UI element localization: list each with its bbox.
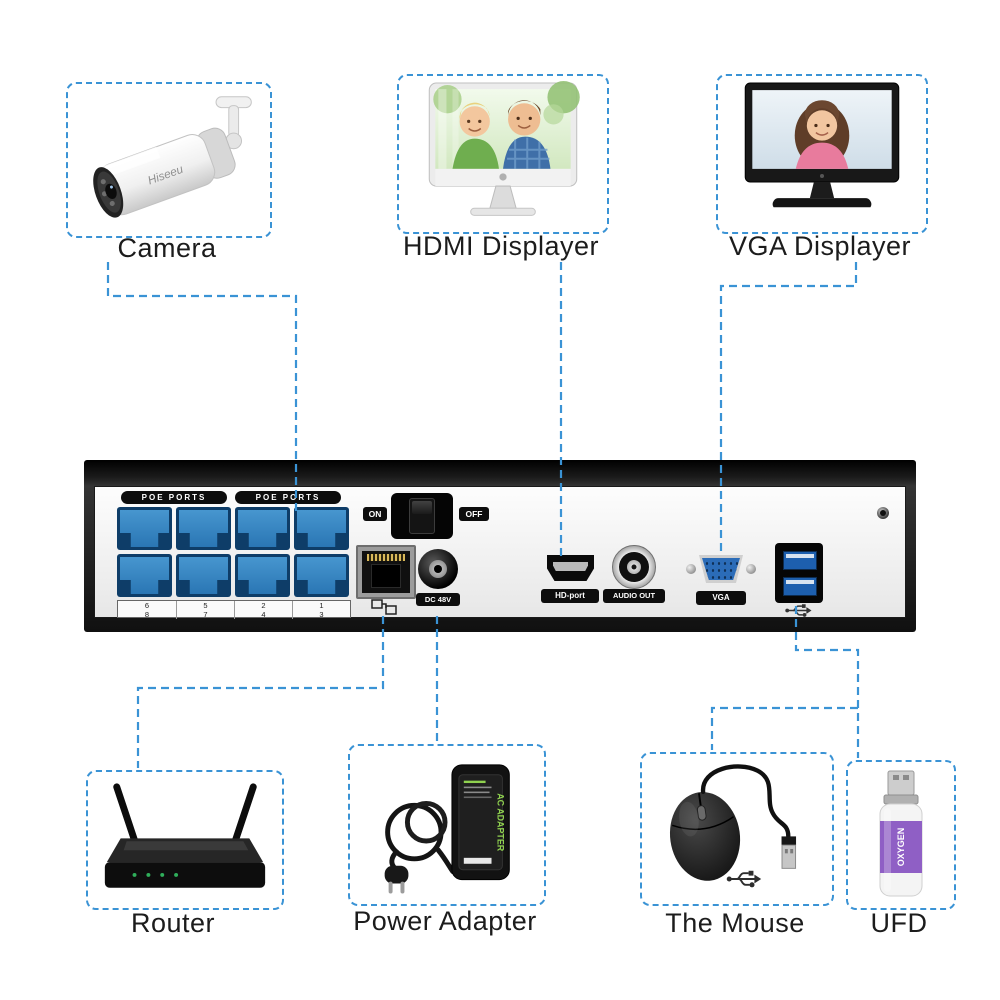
camera-illustration: Hiseeu (93, 96, 252, 218)
adapter-sticker-text: AC ADAPTER (495, 793, 505, 852)
power-switch-rocker-cap (412, 501, 432, 514)
router-antenna (231, 783, 257, 844)
poe-port (176, 507, 231, 550)
rj45-socket (297, 510, 346, 547)
mouse-label: The Mouse (665, 908, 805, 938)
poe-ports-label-right: POE PORTS (235, 491, 341, 504)
poe-port-block (117, 507, 349, 597)
hdmi-port-slot (553, 562, 588, 571)
scroll-wheel (696, 805, 707, 821)
usb-port (775, 543, 823, 603)
vga-screw-icon (746, 564, 756, 574)
hdmi-port (547, 555, 594, 581)
vga-connector-pins (702, 558, 740, 580)
port-number: 6 (144, 601, 150, 610)
poe-port-number-strip: 6 5 2 1 8 7 4 3 (117, 600, 351, 619)
power-off-label: OFF (459, 507, 489, 521)
power-adapter-label: Power Adapter (353, 906, 537, 936)
vga-displayer-label: VGA Displayer (728, 231, 912, 261)
poe-port (294, 507, 349, 550)
screw-hole (877, 507, 889, 519)
mouse-box (640, 752, 834, 906)
lan-to-router-connector (136, 616, 385, 768)
camera-label: Camera (117, 233, 217, 263)
hdmi-displayer-box (397, 74, 609, 234)
port-number: 4 (234, 610, 292, 619)
router-label: Router (130, 908, 216, 938)
audio-jack-hole (631, 564, 637, 570)
poe-port (235, 507, 290, 550)
hdmi-displayer-label: HDMI Displayer (402, 231, 600, 261)
rj45-socket (238, 510, 287, 547)
port-number: 7 (176, 610, 234, 619)
port-number: 2 (234, 601, 292, 610)
power-plug (384, 865, 409, 894)
port-number: 3 (292, 610, 350, 619)
vga-screw-icon (686, 564, 696, 574)
ufd-box: OXYGEN (846, 760, 956, 910)
usb-socket (783, 577, 817, 596)
lan-port-socket (362, 551, 410, 593)
usb-to-mouse-connector (710, 706, 858, 750)
rj45-socket (238, 557, 287, 594)
router-antenna (113, 783, 138, 844)
lan-port-pins (367, 554, 405, 561)
dc-48v-label: DC 48V (416, 593, 460, 606)
poe-port (235, 554, 290, 597)
power-switch-rocker (409, 498, 435, 534)
dc-jack-hole (434, 565, 442, 573)
hd-port-label: HD-port (541, 589, 599, 603)
port-number: 5 (176, 601, 234, 610)
port-number: 8 (144, 610, 150, 619)
hdmi-displayer-illustration (428, 81, 580, 216)
mouse-illustration (669, 764, 797, 888)
power-switch (391, 493, 453, 539)
camera-box: Hiseeu (66, 82, 272, 238)
usb-icon (785, 604, 812, 617)
poe-port (117, 507, 172, 550)
rj45-socket (179, 510, 228, 547)
vga-port (686, 551, 756, 587)
poe-port (176, 554, 231, 597)
vga-displayer-box (716, 74, 928, 234)
lan-port (356, 545, 416, 599)
lan-port-slot (371, 564, 401, 588)
router-box (86, 770, 284, 910)
usb-socket (783, 551, 817, 570)
power-on-label: ON (363, 507, 387, 521)
vga-label: VGA (696, 591, 746, 605)
usb-icon (726, 870, 762, 888)
poe-port (294, 554, 349, 597)
vga-displayer-illustration (744, 82, 900, 208)
nvr-rear-panel: POE PORTS POE PORTS 6 5 2 1 8 7 4 3 (84, 460, 916, 632)
rj45-socket (120, 510, 169, 547)
power-adapter-box: AC ADAPTER (348, 744, 546, 906)
port-number: 1 (292, 601, 350, 610)
ufd-illustration: OXYGEN (879, 770, 923, 897)
audio-out-jack (612, 545, 656, 589)
nvr-face: POE PORTS POE PORTS 6 5 2 1 8 7 4 3 (94, 486, 906, 619)
power-adapter-illustration: AC ADAPTER (384, 764, 510, 894)
network-icon (371, 599, 397, 615)
poe-port (117, 554, 172, 597)
poe-ports-label-left: POE PORTS (121, 491, 227, 504)
audio-out-label: AUDIO OUT (603, 589, 665, 603)
apple-logo-icon (499, 173, 507, 181)
dc-power-jack (418, 549, 458, 589)
router-illustration (104, 783, 266, 888)
rj45-socket (297, 557, 346, 594)
router-status-lights (132, 872, 179, 877)
ufd-label: UFD (870, 908, 928, 938)
rj45-socket (179, 557, 228, 594)
vga-connector (699, 555, 743, 583)
ufd-body-text: OXYGEN (896, 828, 906, 867)
rj45-socket (120, 557, 169, 594)
usb-plug (781, 836, 797, 869)
